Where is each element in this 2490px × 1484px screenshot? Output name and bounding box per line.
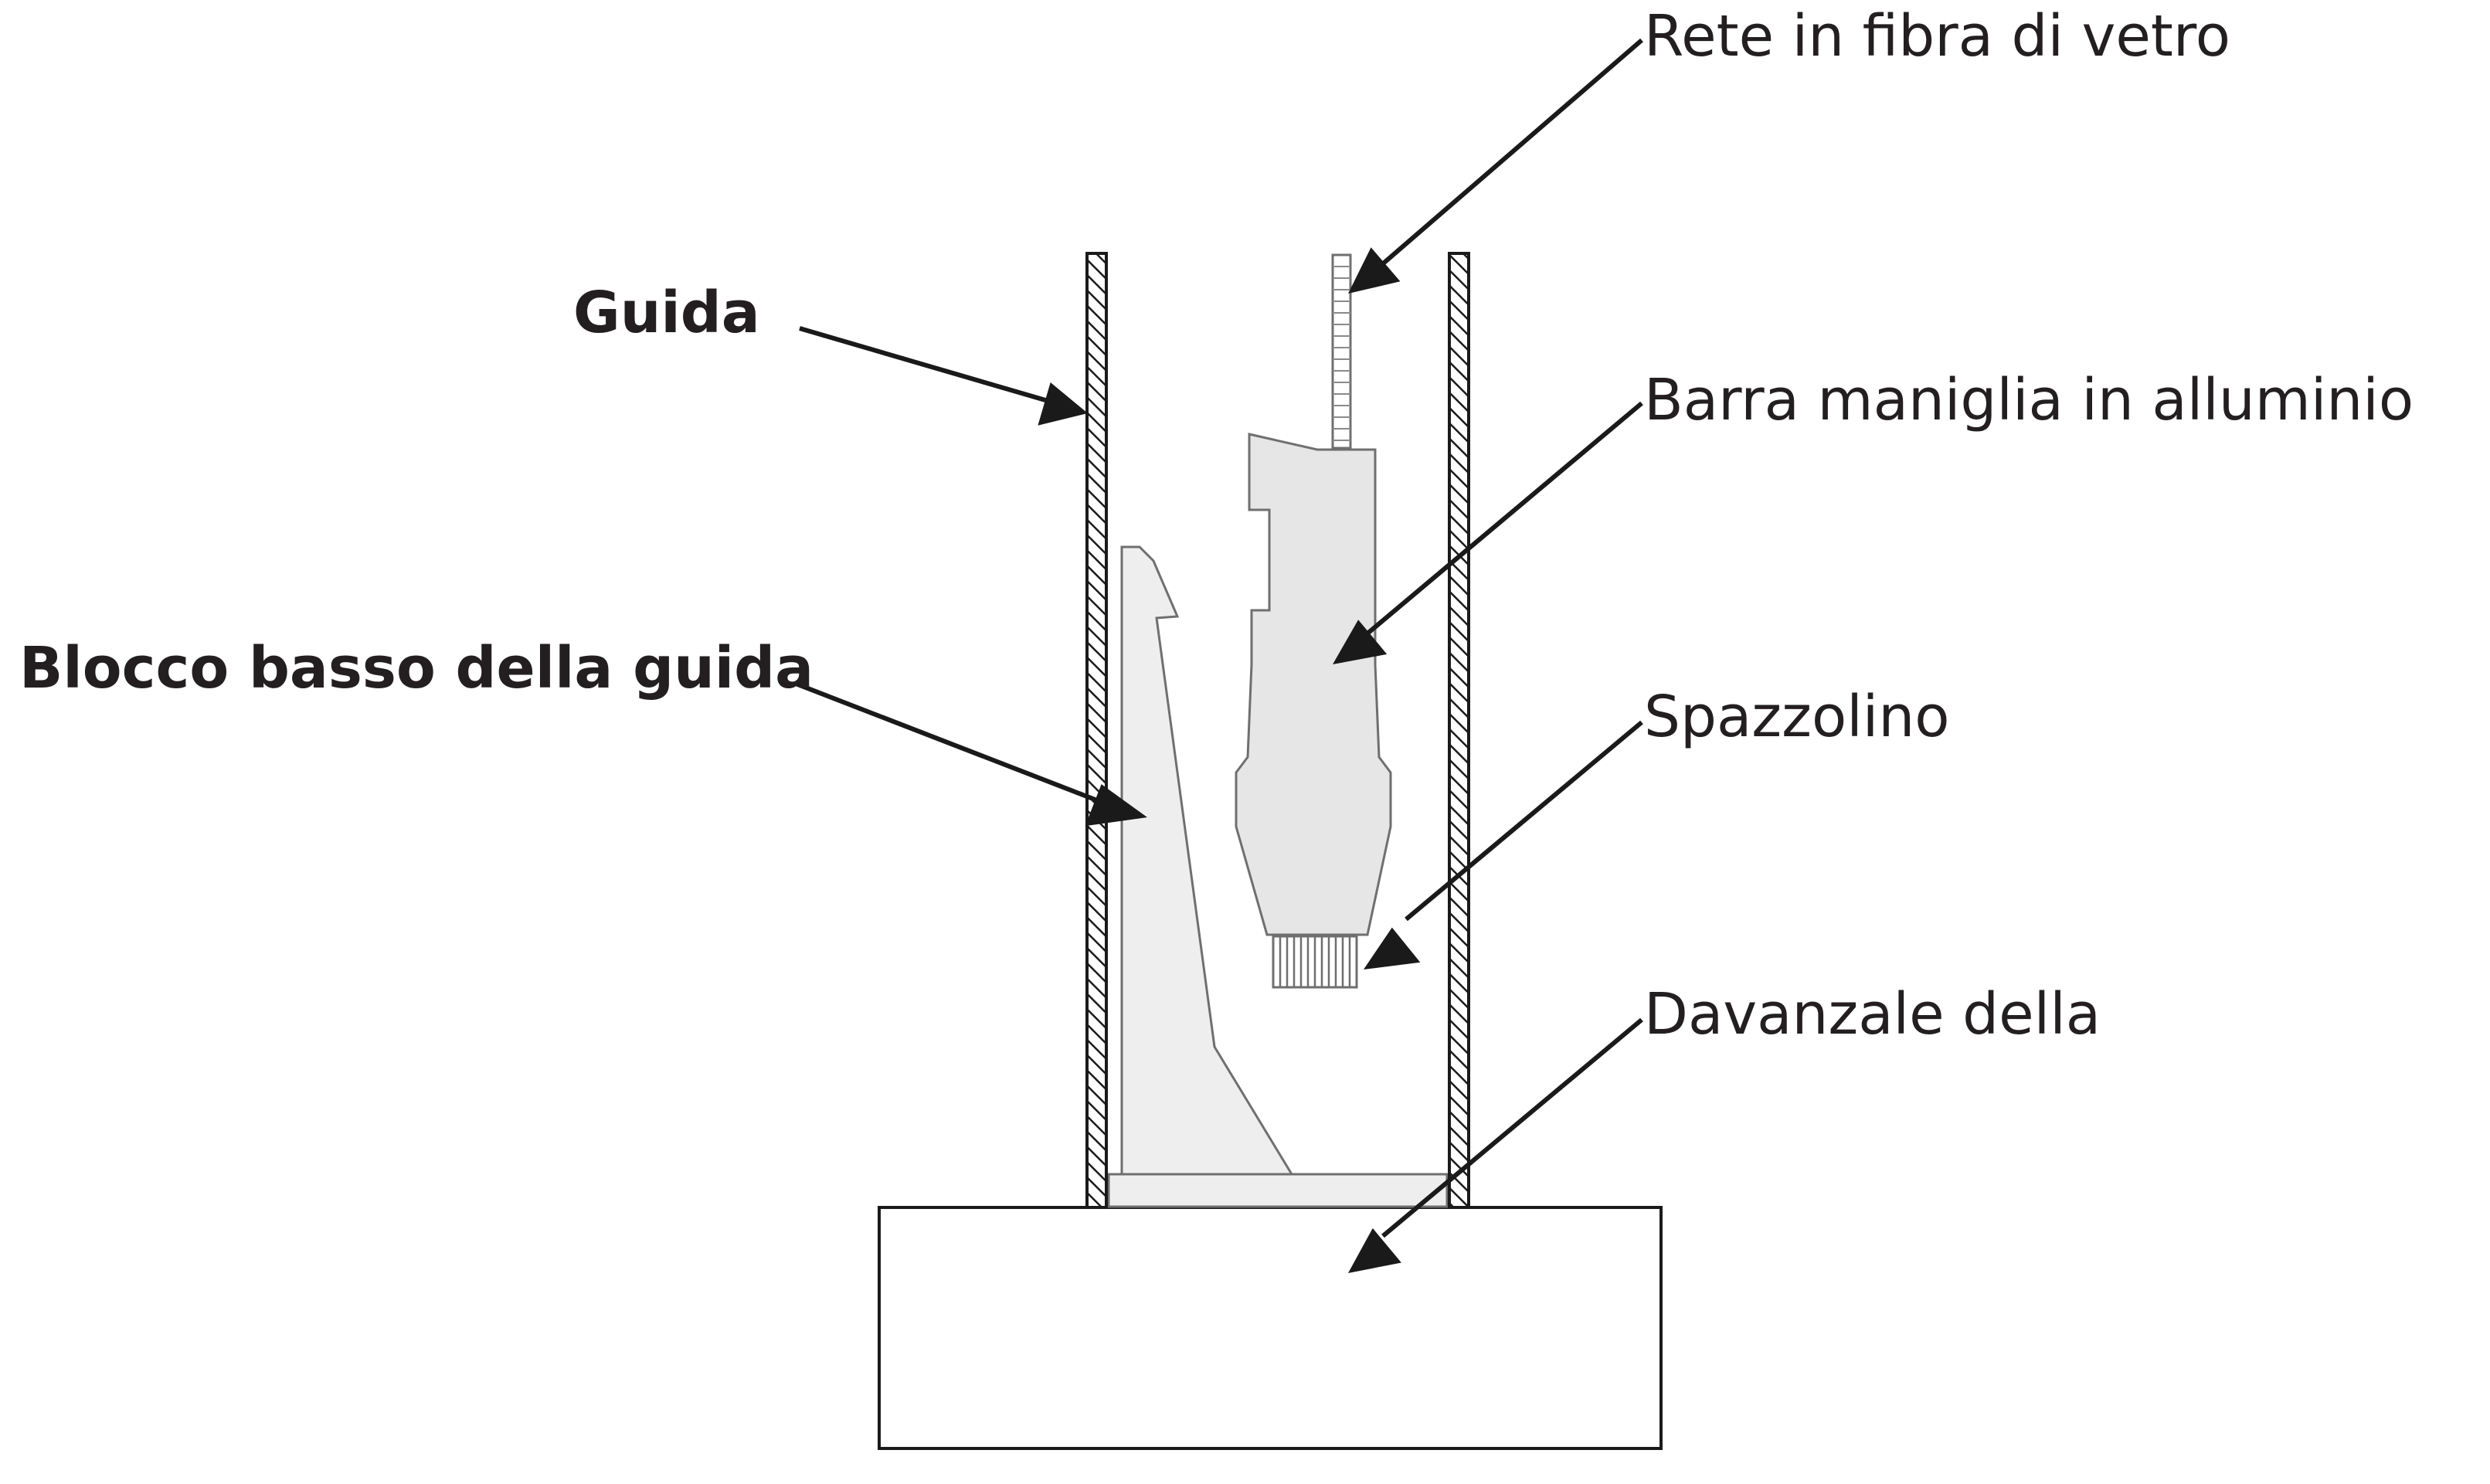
arrowhead-spazzolino	[1364, 927, 1421, 970]
leader-rete	[1374, 38, 1643, 273]
label-barra-maniglia-in-alluminio: Barra maniglia in alluminio	[1644, 367, 2414, 433]
label-spazzolino: Spazzolino	[1644, 684, 1950, 750]
left-guide-rail	[1085, 252, 1108, 1209]
bottom-rail-block	[1120, 545, 1294, 1176]
right-guide-rail	[1448, 252, 1470, 1209]
leader-guida	[799, 326, 1051, 404]
arrowhead-rete	[1348, 247, 1401, 294]
arrowhead-barra	[1333, 620, 1388, 664]
leader-spazzolino	[1405, 720, 1643, 922]
window-sill	[878, 1206, 1663, 1450]
fiberglass-mesh-strip	[1331, 253, 1352, 450]
leader-blocco	[794, 681, 1102, 804]
label-guida: Guida	[573, 280, 760, 346]
brush-bristles	[1272, 935, 1358, 989]
arrowhead-blocco	[1085, 784, 1147, 827]
aluminium-handle-bar	[1235, 433, 1392, 936]
label-blocco-basso-della-guida: Blocco basso della guida	[19, 635, 814, 701]
arrowhead-davanzale	[1348, 1228, 1401, 1273]
arrowhead-guida	[1038, 382, 1088, 426]
rail-block-base-plate	[1107, 1173, 1449, 1208]
leader-davanzale	[1381, 1017, 1643, 1238]
label-davanzale-della: Davanzale della	[1644, 981, 2101, 1048]
fiberglass-mesh-texture	[1333, 266, 1350, 441]
leader-barra	[1366, 401, 1643, 636]
label-rete-in-fibra-di-vetro: Rete in fibra di vetro	[1644, 3, 2230, 70]
